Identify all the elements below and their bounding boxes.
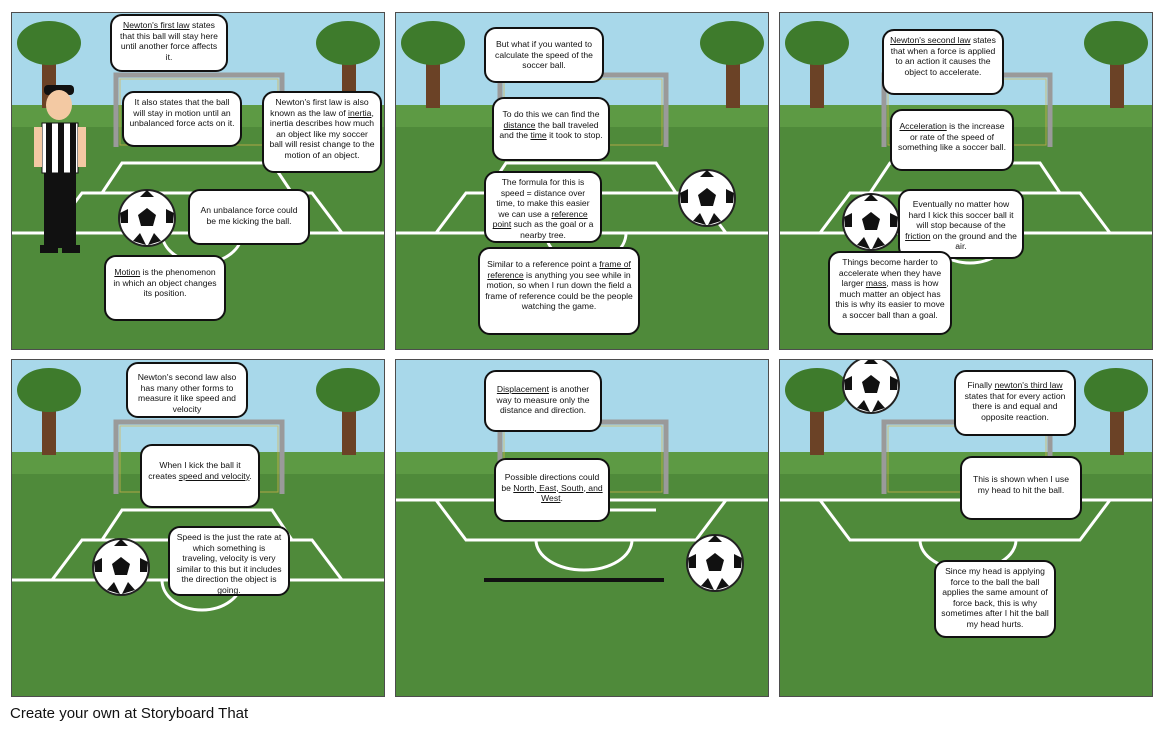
bubble-text: Since my head is applying force to the b… [941,566,1049,629]
speech-bubble-head-hurts: Since my head is applying force to the b… [934,560,1056,638]
speech-bubble-second-law-forms: Newton's second law also has many other … [126,362,248,418]
bubble-text: is the phenomenon in which an object cha… [113,267,217,299]
underlined-term: Newton's second law [890,35,971,45]
underlined-term: speed and velocity [178,470,250,481]
bubble-text: Things become harder to accelerate when … [838,257,942,289]
bubble-text: The formula for this is speed = distance… [496,177,590,219]
soccer-ball-icon [686,534,744,592]
bubble-text: Speed is the just the rate at which some… [176,532,282,595]
bubble-text: It also states that the ball will stay i… [129,97,235,129]
storyboard-panel-1: Newton's first law states that this ball… [11,12,385,350]
speech-bubble-first-law: Newton's first law states that this ball… [110,14,228,72]
speech-bubble-unbalanced-force: It also states that the ball will stay i… [122,91,242,147]
bubble-text: Finally [967,380,995,390]
bubble-text: states that when a force is applied to a… [890,35,996,77]
bubble-text: An unbalance force could be me kicking t… [200,205,298,226]
tree-icon [700,21,764,108]
tree-icon [316,368,380,455]
storyboard-panel-4: Newton's second law also has many other … [11,359,385,697]
bubble-text: , mass is how much matter an object has … [835,278,945,320]
bubble-text: But what if you wanted to calculate the … [495,39,593,71]
bubble-text: is anything you see while in motion, so … [485,269,633,312]
speech-bubble-displacement: Displacement is another way to measure o… [484,370,602,432]
tree-icon [785,368,849,455]
underlined-term: friction [905,230,931,241]
speech-bubble-speed-definition: Speed is the just the rate at which some… [168,526,290,596]
bubble-text: is another way to measure only the dista… [496,384,590,416]
underlined-term: North, East, South, and West [513,482,603,504]
speech-bubble-calculate-speed: But what if you wanted to calculate the … [484,27,604,83]
underlined-term: Displacement [496,384,549,394]
storyboard-footer[interactable]: Create your own at Storyboard That [10,705,249,722]
underlined-term: Motion [114,267,141,277]
tree-icon [1084,368,1148,455]
speech-bubble-second-law: Newton's second law states that when a f… [882,29,1004,95]
speech-bubble-kicking: An unbalance force could be me kicking t… [188,189,310,245]
bubble-text: . [560,493,563,504]
storyboard-panel-6: Finally newton's third law states that f… [779,359,1153,697]
bubble-text: This is shown when I use my head to hit … [972,474,1069,495]
soccer-ball-icon [842,360,900,414]
storyboard-panel-5: Displacement is another way to measure o… [395,359,769,697]
underlined-term: time [530,130,547,141]
soccer-ball-icon [678,169,736,227]
speech-bubble-inertia: Newton's first law is also known as the … [262,91,382,173]
soccer-ball-icon [118,189,176,247]
underlined-term: inertia [348,107,372,118]
speech-bubble-directions: Possible directions could be North, East… [494,458,610,522]
speech-bubble-distance-time: To do this we can find the distance the … [492,97,610,161]
underlined-term: mass [865,278,887,289]
speech-bubble-speed-formula: The formula for this is speed = distance… [484,171,602,243]
bubble-text: To do this we can find the [502,109,600,119]
bubble-text: Newton's first law is also known as the … [270,97,369,118]
underlined-term: frame of reference [487,259,631,280]
bubble-text: , inertia describes how much an object l… [269,107,375,160]
bubble-text: states that this ball will stay here unt… [120,20,218,62]
referee-character [32,85,92,260]
bubble-text: Similar to a reference point a [487,259,600,269]
speech-bubble-friction: Eventually no matter how hard I kick thi… [898,189,1024,259]
bubble-text: . [249,470,252,481]
bubble-text: on the ground and the air. [930,230,1017,252]
speech-bubble-frame-of-reference: Similar to a reference point a frame of … [478,247,640,335]
speech-bubble-motion: Motion is the phenomenon in which an obj… [104,255,226,321]
bubble-text: states that for every action there is an… [964,390,1066,422]
tree-icon [785,21,849,108]
underlined-term: distance [503,119,536,130]
bubble-text: the ball traveled and the [499,119,599,141]
bubble-text: Newton's second law also has many other … [137,372,237,414]
speech-bubble-speed-velocity: When I kick the ball it creates speed an… [140,444,260,508]
bubble-text: is the increase or rate of the speed of … [898,121,1006,153]
soccer-ball-icon [842,193,900,251]
speech-bubble-head-hit: This is shown when I use my head to hit … [960,456,1082,520]
storyboard-panel-3: Newton's second law states that when a f… [779,12,1153,350]
tree-icon [17,368,81,455]
speech-bubble-mass: Things become harder to accelerate when … [828,251,952,335]
tree-icon [401,21,465,108]
underlined-term: reference point [492,208,588,230]
underlined-term: Acceleration [899,121,947,131]
bubble-text: such as the goal or a nearby tree. [511,219,594,240]
underlined-term: Newton's first law [123,20,190,30]
speech-bubble-acceleration: Acceleration is the increase or rate of … [890,109,1014,171]
bubble-text: Eventually no matter how hard I kick thi… [908,199,1014,231]
tree-icon [1084,21,1148,108]
soccer-ball-icon [92,538,150,596]
underlined-term: newton's third law [994,380,1063,390]
displacement-line [484,578,664,582]
bubble-text: it took to stop. [546,130,603,141]
speech-bubble-third-law: Finally newton's third law states that f… [954,370,1076,436]
bubble-text: Possible directions could be [501,472,600,493]
bubble-text: When I kick the ball it creates [148,460,241,481]
storyboard-panel-2: But what if you wanted to calculate the … [395,12,769,350]
